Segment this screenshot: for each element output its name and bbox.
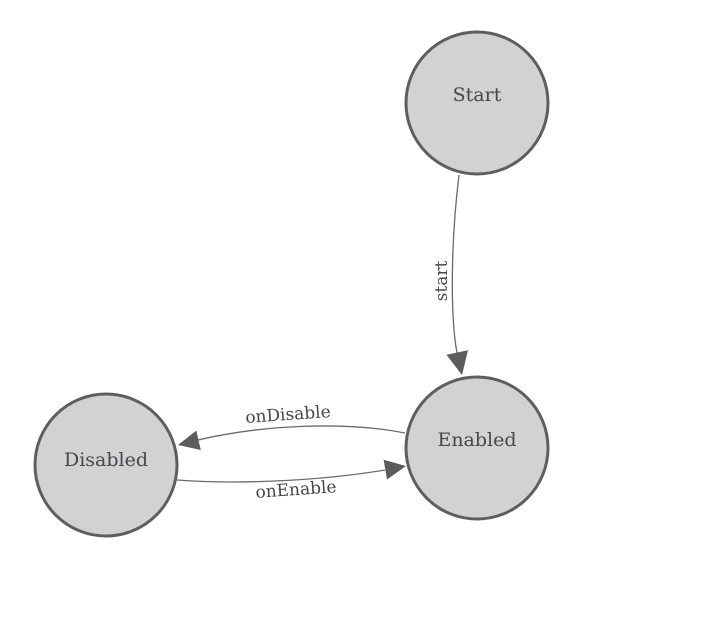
arrowhead-enabled-to-disabled-icon — [178, 430, 201, 450]
transition-edge-start[interactable] — [451, 174, 460, 354]
state-node-enabled[interactable] — [404, 375, 550, 521]
state-node-start-label: Start — [453, 84, 502, 106]
arrowhead-disabled-to-enabled-icon — [383, 459, 406, 480]
state-node-disabled-label: Disabled — [64, 449, 148, 471]
arrowhead-start-to-enabled-icon — [446, 350, 468, 375]
state-node-enabled-label: Enabled — [437, 429, 516, 451]
transition-label-start: start — [432, 261, 452, 302]
transition-edge-onenable[interactable] — [176, 469, 386, 483]
transition-edge-ondisable[interactable] — [197, 425, 406, 441]
state-node-start[interactable] — [404, 30, 550, 176]
state-node-disabled[interactable] — [33, 392, 179, 538]
